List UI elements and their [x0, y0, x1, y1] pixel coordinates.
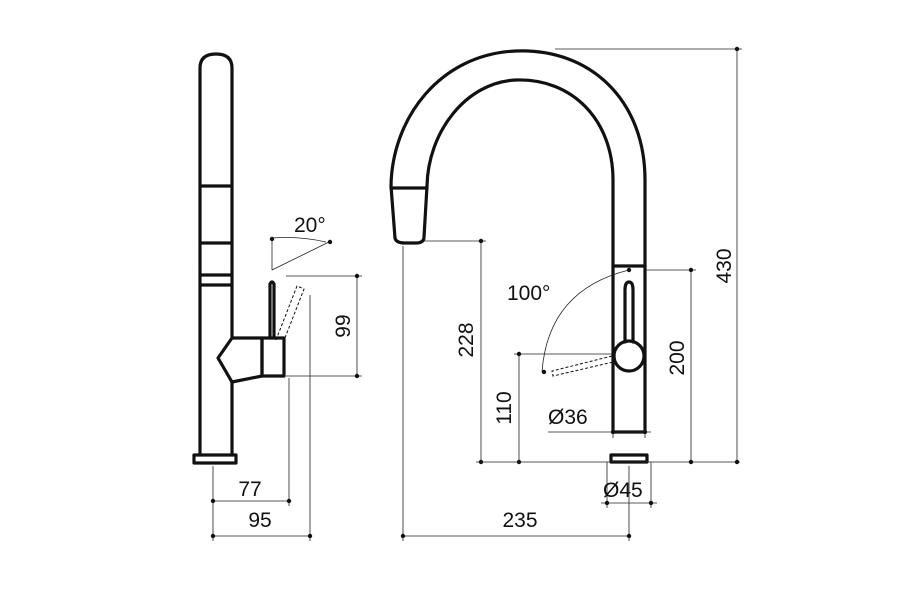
- front-spray-head: [389, 184, 429, 245]
- dim100-arc: [541, 269, 630, 373]
- dim200-dot-bottom: [688, 459, 694, 465]
- side-lever-tilted: [275, 285, 305, 344]
- dim20-dot-b: [327, 239, 333, 245]
- front-dimensions: 100° 110 228 Ø36 200 430: [400, 46, 742, 541]
- front-view: [389, 49, 649, 464]
- side-spout: [198, 52, 234, 272]
- dim200-dot-top: [688, 267, 694, 273]
- height-99-label: 99: [332, 314, 355, 337]
- dia-36-label: Ø36: [548, 406, 588, 429]
- dim99-dot-top: [354, 273, 360, 279]
- side-base: [192, 453, 238, 465]
- dim95-dot-left: [210, 533, 216, 539]
- height-110-label: 110: [493, 391, 516, 424]
- dim100-dot-b: [541, 369, 547, 375]
- reach-95-label: 95: [248, 509, 271, 532]
- dim228-dot-top: [478, 238, 484, 244]
- dim95-dot-right: [307, 533, 313, 539]
- side-dimensions: 20° 99 77 95: [210, 214, 362, 541]
- front-lever: [623, 280, 635, 344]
- dim77-dot-left: [210, 498, 216, 504]
- dim235-dot-left: [400, 533, 406, 539]
- dim110-dot-top: [516, 351, 522, 357]
- dia-45-label: Ø45: [603, 479, 643, 502]
- dim45-dot-right: [648, 500, 654, 506]
- dim45-dot-left: [604, 500, 610, 506]
- dim20-angled: [271, 240, 332, 271]
- angle-front-label: 100°: [507, 282, 550, 305]
- reach-235-label: 235: [502, 509, 537, 532]
- dim430-dot-top: [734, 46, 740, 52]
- front-lever-swung: [551, 355, 614, 377]
- side-handle-cartridge: [216, 336, 264, 384]
- height-200-label: 200: [666, 340, 689, 375]
- dim77-dot-right: [286, 498, 292, 504]
- front-gooseneck-outer: [389, 49, 647, 268]
- dim99-dot-bottom: [354, 373, 360, 379]
- dim36-dot-right: [642, 429, 648, 435]
- dim430-dot-bottom: [734, 459, 740, 465]
- front-base: [609, 453, 649, 464]
- dim36-dot-left: [610, 429, 616, 435]
- front-gooseneck-inner: [425, 78, 615, 268]
- height-228-label: 228: [455, 322, 478, 357]
- reach-77-label: 77: [238, 478, 261, 501]
- dim235-dot-right: [626, 533, 632, 539]
- front-handle-hub: [612, 339, 646, 373]
- side-view: [192, 52, 305, 465]
- dim20-dot-a: [269, 236, 275, 242]
- dim20-arc: [271, 237, 327, 243]
- side-handle-hub: [260, 336, 286, 378]
- side-body: [198, 268, 234, 457]
- side-lever: [268, 280, 276, 340]
- dim100-dot-a: [626, 267, 632, 273]
- angle-side-label: 20°: [294, 214, 326, 237]
- height-430-label: 430: [713, 248, 736, 283]
